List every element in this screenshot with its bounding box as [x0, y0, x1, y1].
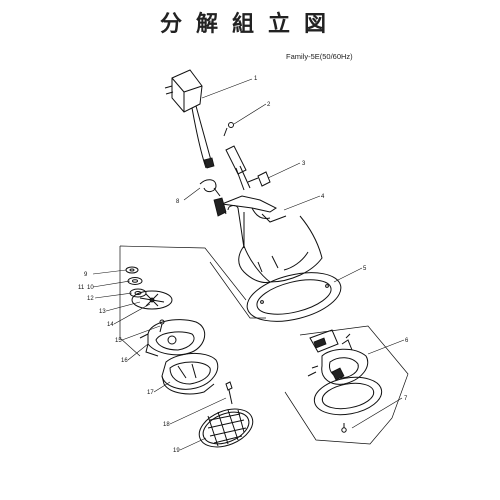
clip-part [199, 179, 221, 197]
page-title: 分解組立図 [159, 12, 340, 37]
strainer-grille-part [198, 408, 254, 448]
volute-case-part [139, 319, 206, 357]
assembly-guide-lines [119, 245, 409, 445]
part-number-8: 8 [176, 199, 180, 205]
wire-connector-part [225, 145, 271, 191]
part-number-17: 17 [147, 390, 154, 396]
screw-part-2 [223, 122, 234, 137]
part-number-7: 7 [404, 396, 408, 402]
part-number-4: 4 [321, 194, 325, 200]
part-number-16: 16 [121, 358, 128, 364]
part-number-6: 6 [405, 338, 409, 344]
part-number-11: 11 [78, 285, 85, 291]
part-number-12: 12 [87, 296, 94, 302]
part-number-15: 15 [115, 338, 122, 344]
bolt-part-18 [225, 381, 233, 405]
model-label: Family-5E(50/60Hz) [286, 52, 353, 61]
part-number-10: 10 [87, 285, 94, 291]
part-number-9: 9 [84, 272, 88, 278]
part-number-3: 3 [302, 161, 306, 167]
washer-stack-part [125, 266, 147, 298]
leader-lines [92, 78, 405, 451]
part-number-2: 2 [267, 102, 271, 108]
part-number-5: 5 [363, 266, 367, 272]
part-number-13: 13 [99, 309, 106, 315]
part-number-19: 19 [173, 448, 180, 454]
impeller-part [131, 290, 173, 310]
part-number-1: 1 [254, 76, 258, 82]
part-number-18: 18 [163, 422, 170, 428]
gasket-ring-part [246, 272, 342, 322]
screw-part-7 [341, 423, 347, 433]
power-plug-part [164, 69, 215, 169]
base-part [161, 353, 219, 395]
part-number-labels: 1 2 3 4 5 6 7 8 9 11 10 12 13 14 15 16 1… [78, 76, 409, 454]
part-number-14: 14 [107, 322, 114, 328]
motor-assembly-part [307, 329, 383, 416]
pump-body-part [213, 195, 323, 283]
